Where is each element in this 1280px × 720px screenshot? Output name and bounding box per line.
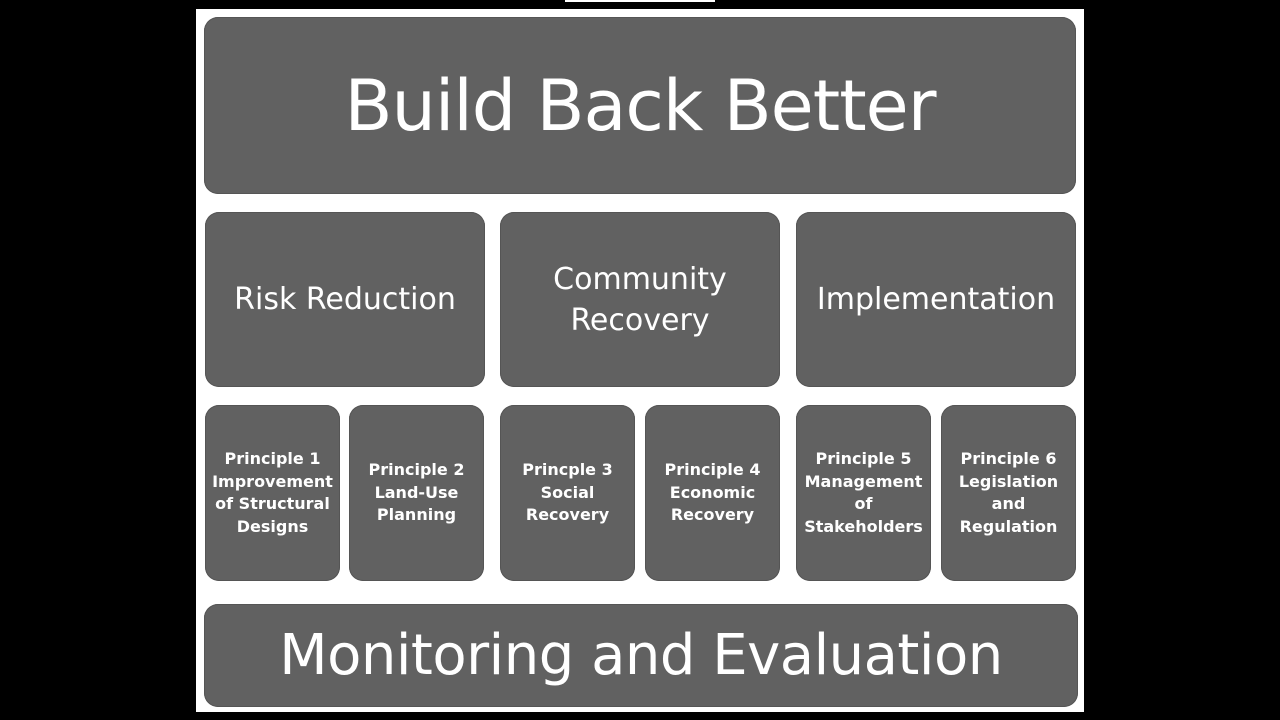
category-implementation: Implementation <box>796 212 1076 387</box>
principle-1-box: Principle 1 Improvement of Structural De… <box>205 405 340 581</box>
category-label: Implementation <box>816 282 1056 317</box>
principle-6-box: Principle 6 Legislation and Regulation <box>941 405 1076 581</box>
diagram-title: Build Back Better <box>344 64 937 147</box>
principle-label: Principle 4 Economic Recovery <box>664 460 761 525</box>
principle-label: Principle 6 Legislation and Regulation <box>958 449 1059 536</box>
top-edge-bar <box>565 0 715 2</box>
principle-label: Principle 1 Improvement of Structural De… <box>212 449 333 536</box>
principle-4-box: Principle 4 Economic Recovery <box>645 405 780 581</box>
category-label: Risk Reduction <box>234 282 456 317</box>
category-label: Community Recovery <box>553 261 727 338</box>
category-community-recovery: Community Recovery <box>500 212 780 387</box>
footer-label: Monitoring and Evaluation <box>279 623 1003 688</box>
principle-label: Princple 3 Social Recovery <box>522 460 613 525</box>
principle-2-box: Principle 2 Land-Use Planning <box>349 405 484 581</box>
diagram-panel: Build Back Better Risk Reduction Communi… <box>196 9 1084 712</box>
title-box: Build Back Better <box>204 17 1076 194</box>
footer-box: Monitoring and Evaluation <box>204 604 1078 707</box>
principle-3-box: Princple 3 Social Recovery <box>500 405 635 581</box>
category-risk-reduction: Risk Reduction <box>205 212 485 387</box>
principle-5-box: Principle 5 Management of Stakeholders <box>796 405 931 581</box>
principle-label: Principle 5 Management of Stakeholders <box>804 449 923 536</box>
principle-label: Principle 2 Land-Use Planning <box>368 460 465 525</box>
